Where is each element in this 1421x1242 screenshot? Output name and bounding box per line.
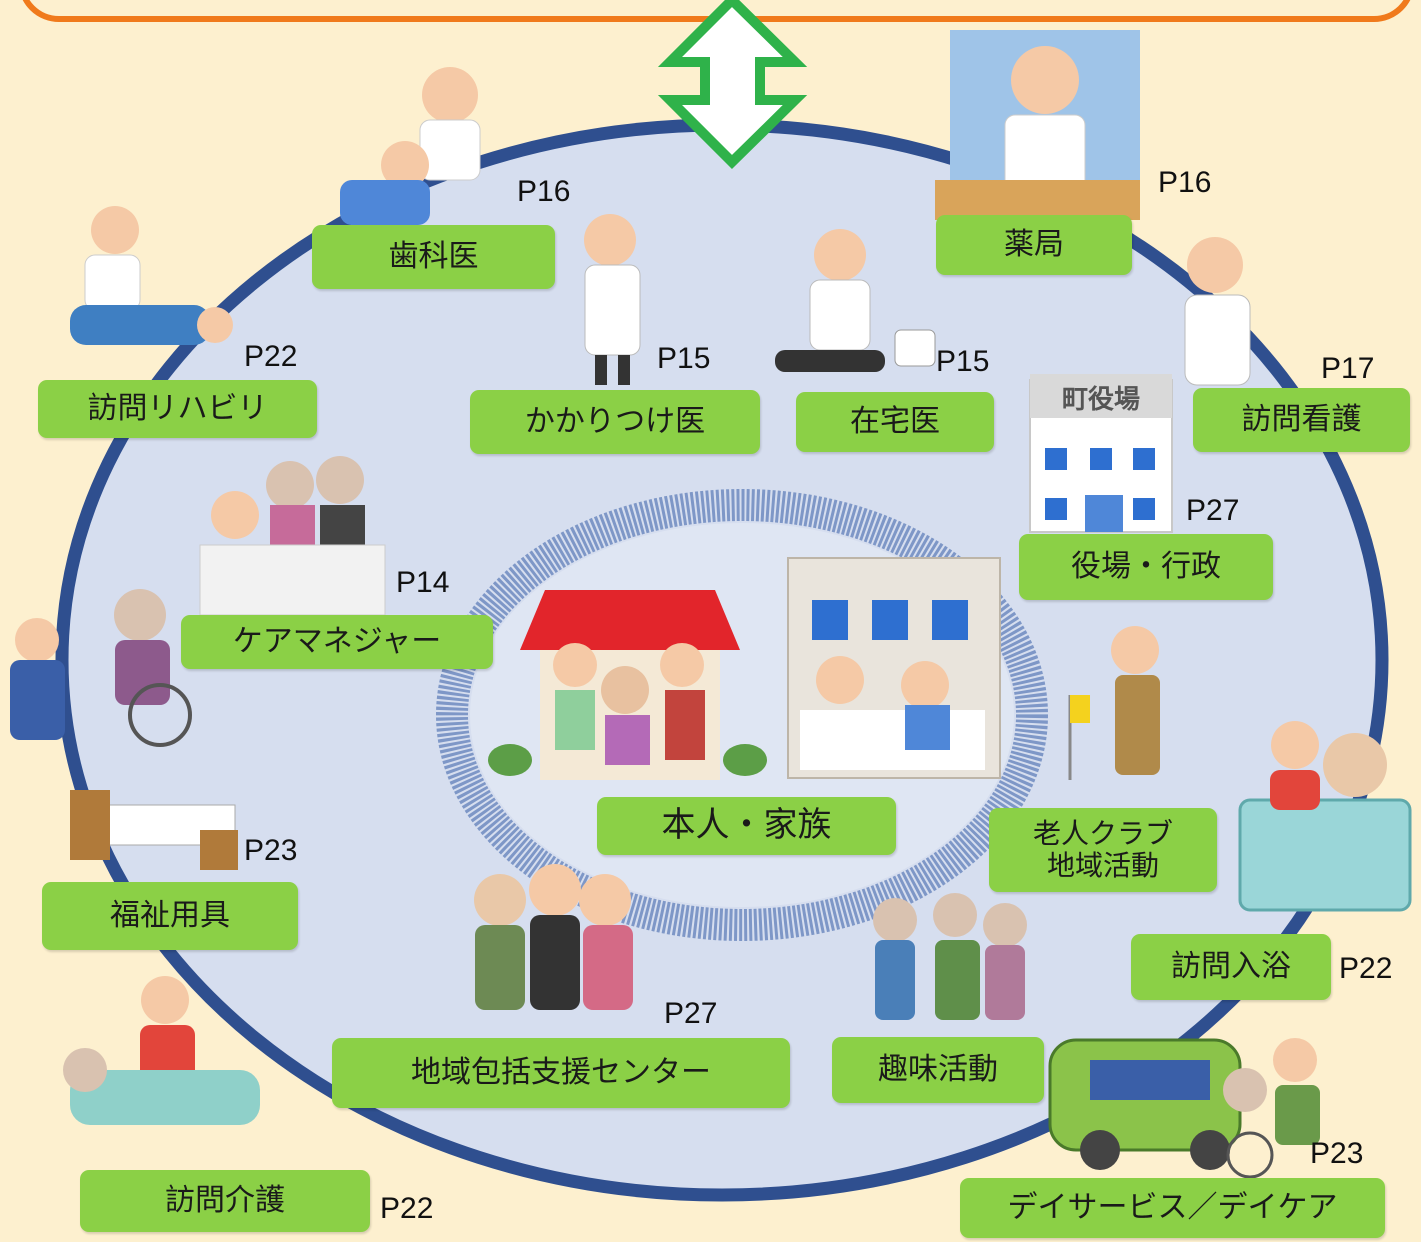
label-town-office: 役場・行政 [1019, 534, 1273, 600]
label-hobby: 趣味活動 [832, 1037, 1044, 1103]
page-ref-family-doctor: P15 [657, 342, 711, 375]
page-ref-home-nursing: P17 [1321, 352, 1375, 385]
page-ref-home-bathing: P22 [1339, 952, 1393, 985]
hobby-illustration-icon [873, 893, 1027, 1020]
senior-club-line1: 老人クラブ [1032, 816, 1173, 850]
label-home-doctor: 在宅医 [796, 392, 994, 452]
dentist-illustration-icon [340, 67, 481, 225]
label-dentist: 歯科医 [312, 225, 555, 289]
bathing-illustration-icon [1238, 721, 1412, 912]
care-bed-illustration-icon [70, 790, 238, 870]
label-pharmacy: 薬局 [936, 215, 1132, 275]
page-ref-day-service: P23 [1310, 1137, 1364, 1170]
senior-club-line2: 地域活動 [1046, 849, 1159, 882]
wheelchair-illustration-icon [10, 589, 192, 747]
page-ref-welfare-equipment: P23 [244, 834, 298, 867]
page-ref-dentist: P16 [517, 175, 571, 208]
double-arrow-icon [657, 0, 808, 170]
town-office-building-icon [1029, 374, 1173, 533]
page-ref-care-manager: P14 [396, 566, 450, 599]
doctor-illustration-icon [584, 214, 641, 385]
page-ref-support-center: P27 [664, 997, 718, 1030]
home-doctor-illustration-icon [775, 229, 936, 372]
pharmacist-illustration-icon [935, 30, 1140, 220]
page-ref-pharmacy: P16 [1158, 166, 1212, 199]
label-home-bathing: 訪問入浴 [1131, 934, 1331, 1000]
senior-club-illustration-icon [1068, 626, 1160, 780]
inner-ring [436, 489, 1048, 941]
rehab-illustration-icon [70, 206, 233, 345]
nurse-illustration-icon [1184, 237, 1251, 386]
house-icon [488, 590, 767, 780]
label-support-center: 地域包括支援センター [332, 1038, 790, 1108]
page-ref-home-doctor: P15 [936, 345, 990, 378]
label-care-manager: ケアマネジャー [181, 615, 493, 669]
page-ref-home-rehab: P22 [244, 340, 298, 373]
home-care-illustration-icon [63, 976, 260, 1125]
label-center-person-family: 本人・家族 [597, 797, 896, 855]
hospital-icon [787, 557, 1001, 779]
label-welfare-equipment: 福祉用具 [42, 882, 298, 950]
label-home-rehab: 訪問リハビリ [38, 380, 317, 438]
bus-illustration-icon [1048, 1038, 1320, 1179]
label-day-service: デイサービス／デイケア [960, 1178, 1385, 1238]
care-manager-illustration-icon [199, 456, 386, 616]
label-senior-club: 老人クラブ 地域活動 [989, 808, 1217, 892]
page-ref-town-office: P27 [1186, 494, 1240, 527]
label-home-care: 訪問介護 [80, 1170, 370, 1232]
label-home-nursing: 訪問看護 [1193, 388, 1410, 452]
page-ref-home-care: P22 [380, 1192, 434, 1225]
support-center-illustration-icon [474, 864, 633, 1010]
town-office-sign: 町役場 [1062, 385, 1140, 415]
label-family-doctor: かかりつけ医 [470, 390, 760, 454]
